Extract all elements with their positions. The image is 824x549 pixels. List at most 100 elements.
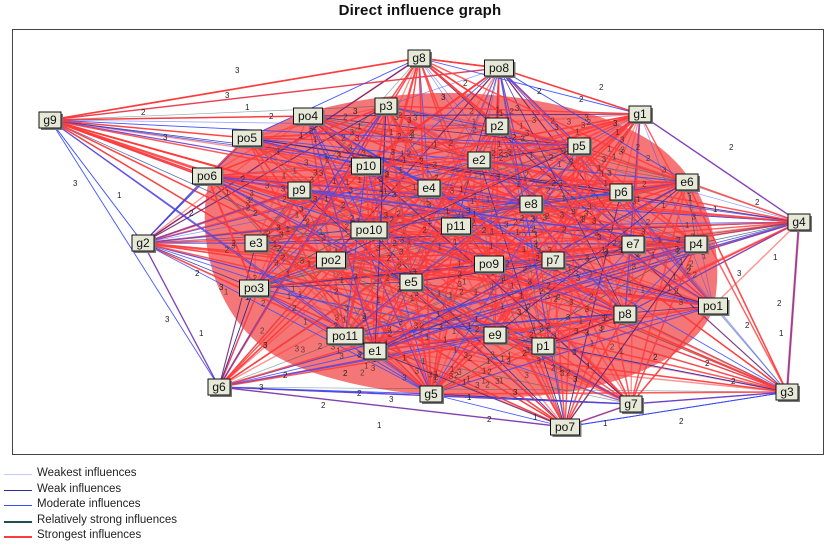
weight-label: 3 xyxy=(613,119,618,128)
influence-edge xyxy=(255,115,309,244)
node-e8[interactable]: e8 xyxy=(519,195,544,214)
weight-digit: 2 xyxy=(387,254,392,263)
weight-digit: 1 xyxy=(445,207,450,216)
node-g6[interactable]: g6 xyxy=(207,378,232,397)
node-po8[interactable]: po8 xyxy=(484,59,516,78)
weight-digit: 1 xyxy=(612,152,617,161)
weight-digit: 1 xyxy=(336,346,341,355)
node-po2[interactable]: po2 xyxy=(316,251,348,270)
influence-edge xyxy=(218,386,566,429)
weight-digit: 3 xyxy=(525,129,530,138)
weight-label: 2 xyxy=(343,369,348,378)
influence-edge xyxy=(785,221,800,393)
node-e2[interactable]: e2 xyxy=(467,151,492,170)
node-g2[interactable]: g2 xyxy=(131,234,156,253)
node-e6[interactable]: e6 xyxy=(675,173,700,192)
node-po5[interactable]: po5 xyxy=(232,129,264,148)
weight-digit: 3 xyxy=(433,160,438,169)
weight-label: 2 xyxy=(195,269,200,278)
node-p9[interactable]: p9 xyxy=(287,181,312,200)
node-box xyxy=(316,251,346,269)
node-label: g4 xyxy=(792,215,806,229)
node-po9[interactable]: po9 xyxy=(474,255,506,274)
weight-digit: 3 xyxy=(399,248,404,257)
node-po6[interactable]: po6 xyxy=(192,167,224,186)
node-p4[interactable]: p4 xyxy=(684,235,709,254)
weight-labels: 3322322232212122112123133132232231332211… xyxy=(73,66,784,430)
weight-digit: 3 xyxy=(353,272,358,281)
node-label: g7 xyxy=(624,397,638,411)
node-e9[interactable]: e9 xyxy=(483,326,508,345)
node-e1[interactable]: e1 xyxy=(363,342,388,361)
weight-digit: 2 xyxy=(343,113,348,122)
influence-edge xyxy=(206,175,532,206)
node-g5[interactable]: g5 xyxy=(419,385,444,404)
node-p6[interactable]: p6 xyxy=(609,183,634,202)
node-label: p2 xyxy=(490,119,504,133)
weight-digit: 3 xyxy=(504,151,509,160)
node-p10[interactable]: p10 xyxy=(351,157,383,176)
node-po3[interactable]: po3 xyxy=(239,279,271,298)
node-label: po3 xyxy=(244,281,264,295)
weight-label: 3 xyxy=(737,269,742,278)
node-e4[interactable]: e4 xyxy=(417,179,442,198)
weight-digit: 3 xyxy=(335,313,340,322)
influence-edge xyxy=(374,57,422,352)
node-p8[interactable]: p8 xyxy=(613,305,638,324)
weight-label: 2 xyxy=(731,377,736,386)
node-p2[interactable]: p2 xyxy=(485,117,510,136)
influence-edge xyxy=(49,119,208,178)
weight-digit: 1 xyxy=(490,282,495,291)
influence-edge xyxy=(142,242,496,337)
node-p1[interactable]: p1 xyxy=(531,337,556,356)
weight-digit: 2 xyxy=(397,285,402,294)
node-p3[interactable]: p3 xyxy=(374,97,399,116)
node-po7[interactable]: po7 xyxy=(550,418,582,437)
node-p5[interactable]: p5 xyxy=(567,137,592,156)
weight-digit: 1 xyxy=(522,245,527,254)
weight-digit: 1 xyxy=(496,105,501,114)
weight-digit: 1 xyxy=(292,166,297,175)
node-p11[interactable]: p11 xyxy=(441,217,473,236)
node-g7[interactable]: g7 xyxy=(619,395,644,414)
weight-digit: 2 xyxy=(282,195,287,204)
legend-label-weak: Weak influences xyxy=(37,482,122,495)
node-box xyxy=(485,117,509,135)
weight-digit: 2 xyxy=(475,325,480,334)
influence-edge xyxy=(686,181,788,393)
weight-digit: 3 xyxy=(527,277,532,286)
node-g8[interactable]: g8 xyxy=(407,49,432,68)
weight-digit: 3 xyxy=(350,128,355,137)
weight-digit: 1 xyxy=(620,347,625,356)
node-g1[interactable]: g1 xyxy=(628,105,653,124)
node-p7[interactable]: p7 xyxy=(541,251,566,270)
node-g9[interactable]: g9 xyxy=(38,111,63,130)
node-label: e6 xyxy=(680,175,694,189)
influence-edge xyxy=(542,313,626,347)
node-label: po2 xyxy=(321,253,341,267)
node-box xyxy=(326,327,364,345)
weight-digit: 3 xyxy=(300,257,305,266)
weight-digit: 1 xyxy=(407,237,412,246)
weight-digit: 2 xyxy=(553,295,558,304)
weight-digit: 1 xyxy=(672,273,677,282)
node-g4[interactable]: g4 xyxy=(787,213,812,232)
node-po4[interactable]: po4 xyxy=(293,107,325,126)
weight-digit: 2 xyxy=(292,304,297,313)
weight-label: 1 xyxy=(117,191,122,200)
node-e7[interactable]: e7 xyxy=(621,235,646,254)
node-po1[interactable]: po1 xyxy=(698,297,730,316)
node-po11[interactable]: po11 xyxy=(326,327,365,346)
influence-edge xyxy=(306,115,376,352)
weight-digit: 3 xyxy=(355,134,360,143)
node-po10[interactable]: po10 xyxy=(350,221,389,240)
node-g3[interactable]: g3 xyxy=(775,383,800,402)
weight-digit: 1 xyxy=(641,286,646,295)
weight-digit: 2 xyxy=(524,171,529,180)
node-e5[interactable]: e5 xyxy=(399,273,424,292)
node-e3[interactable]: e3 xyxy=(244,234,269,253)
influence-edge xyxy=(686,181,800,224)
node-label: p7 xyxy=(546,253,560,267)
weight-digit: 3 xyxy=(687,264,692,273)
weight-digit: 2 xyxy=(587,118,592,127)
